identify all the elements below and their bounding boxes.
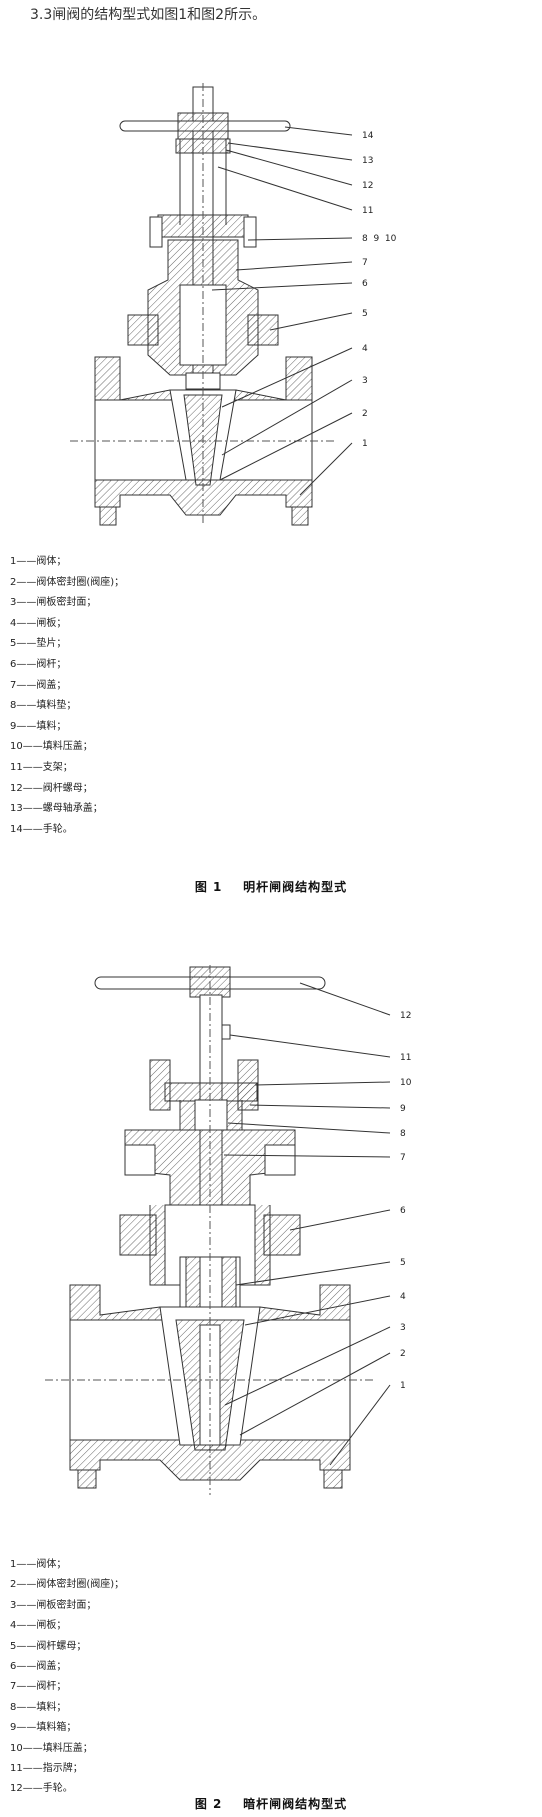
legend-item: 12——阀杆螺母； [10,782,93,794]
callout-2-10: 10 [400,1078,412,1088]
callout-1-6: 6 [362,279,368,289]
callout-2-12: 12 [400,1011,411,1021]
legend-item: 6——阀盖； [10,1661,67,1673]
callout-2-9: 9 [400,1104,406,1114]
legend-item: 12——手轮。 [10,1783,73,1795]
callout-2-5: 5 [400,1258,406,1268]
callout-2-2: 2 [400,1349,406,1359]
legend-item: 14——手轮。 [10,823,73,835]
legend-item: 2——阀体密封圈(阀座)； [10,1579,125,1591]
callout-1-3: 3 [362,376,368,386]
callout-2-11: 11 [400,1053,411,1063]
callout-1-14: 14 [362,131,374,141]
legend-item: 4——闸板； [10,617,67,629]
figure-1-drawing: 14 13 12 11 8 9 10 7 6 5 4 3 2 1 [70,83,397,526]
callout-1-2: 2 [362,409,368,419]
figure-2-caption: 图 2 暗杆闸阀结构型式 [194,1797,348,1811]
callout-2-6: 6 [400,1206,406,1216]
callout-1-12: 12 [362,181,373,191]
callout-1-5: 5 [362,309,368,319]
callout-1-11: 11 [362,206,373,216]
legend-item: 6——阀杆； [10,658,67,670]
legend-item: 5——垫片； [10,638,67,650]
legend-item: 10——填料压盖； [10,741,93,753]
callout-1-13: 13 [362,156,373,166]
figure-2-drawing: 12 11 10 9 8 7 6 5 4 3 2 1 [45,965,412,1495]
legend-item: 2——阀体密封圈(阀座)； [10,576,125,588]
intro-text: 3.3闸阀的结构型式如图1和图2所示。 [30,7,267,23]
legend-item: 9——填料； [10,720,67,732]
legend-item: 7——阀杆； [10,1681,67,1693]
figure-1-legend: 1——阀体； 2——阀体密封圈(阀座)； 3——闸板密封面； 4——闸板； 5—… [10,552,124,840]
figure-2-legend: 1——阀体； 2——阀体密封圈(阀座)； 3——闸板密封面； 4——闸板； 5—… [10,1555,124,1800]
callout-1-7: 7 [362,258,368,268]
legend-item: 10——填料压盖； [10,1742,93,1754]
callout-2-3: 3 [400,1323,406,1333]
figure-2: 12 11 10 9 8 7 6 5 4 3 2 1 1——阀体； 2——阀体密… [0,965,542,1817]
legend-item: 11——指示牌； [10,1763,83,1775]
callout-2-4: 4 [400,1292,406,1302]
legend-item: 11——支架； [10,761,73,773]
callout-2-1: 1 [400,1381,406,1391]
legend-item: 13——螺母轴承盖； [10,803,103,815]
legend-item: 3——闸板密封面； [10,1599,97,1611]
legend-item: 4——闸板； [10,1620,67,1632]
legend-item: 8——填料； [10,1701,67,1713]
callout-1-4: 4 [362,344,368,354]
figure-1: 14 13 12 11 8 9 10 7 6 5 4 3 2 1 1——阀体； … [0,0,542,894]
legend-item: 5——阀杆螺母； [10,1640,87,1652]
legend-item: 3——闸板密封面； [10,597,97,609]
legend-item: 9——填料箱； [10,1722,77,1734]
legend-item: 1——阀体； [10,556,67,567]
figure-1-caption: 图 1 明杆闸阀结构型式 [194,880,348,894]
callout-2-7: 7 [400,1153,406,1163]
legend-item: 1——阀体； [10,1559,67,1570]
legend-item: 8——填料垫； [10,700,77,712]
legend-item: 7——阀盖； [10,679,67,691]
callout-2-8: 8 [400,1129,406,1139]
callout-1-8-9-10: 8 9 10 [362,234,397,244]
callout-1-1: 1 [362,439,368,449]
